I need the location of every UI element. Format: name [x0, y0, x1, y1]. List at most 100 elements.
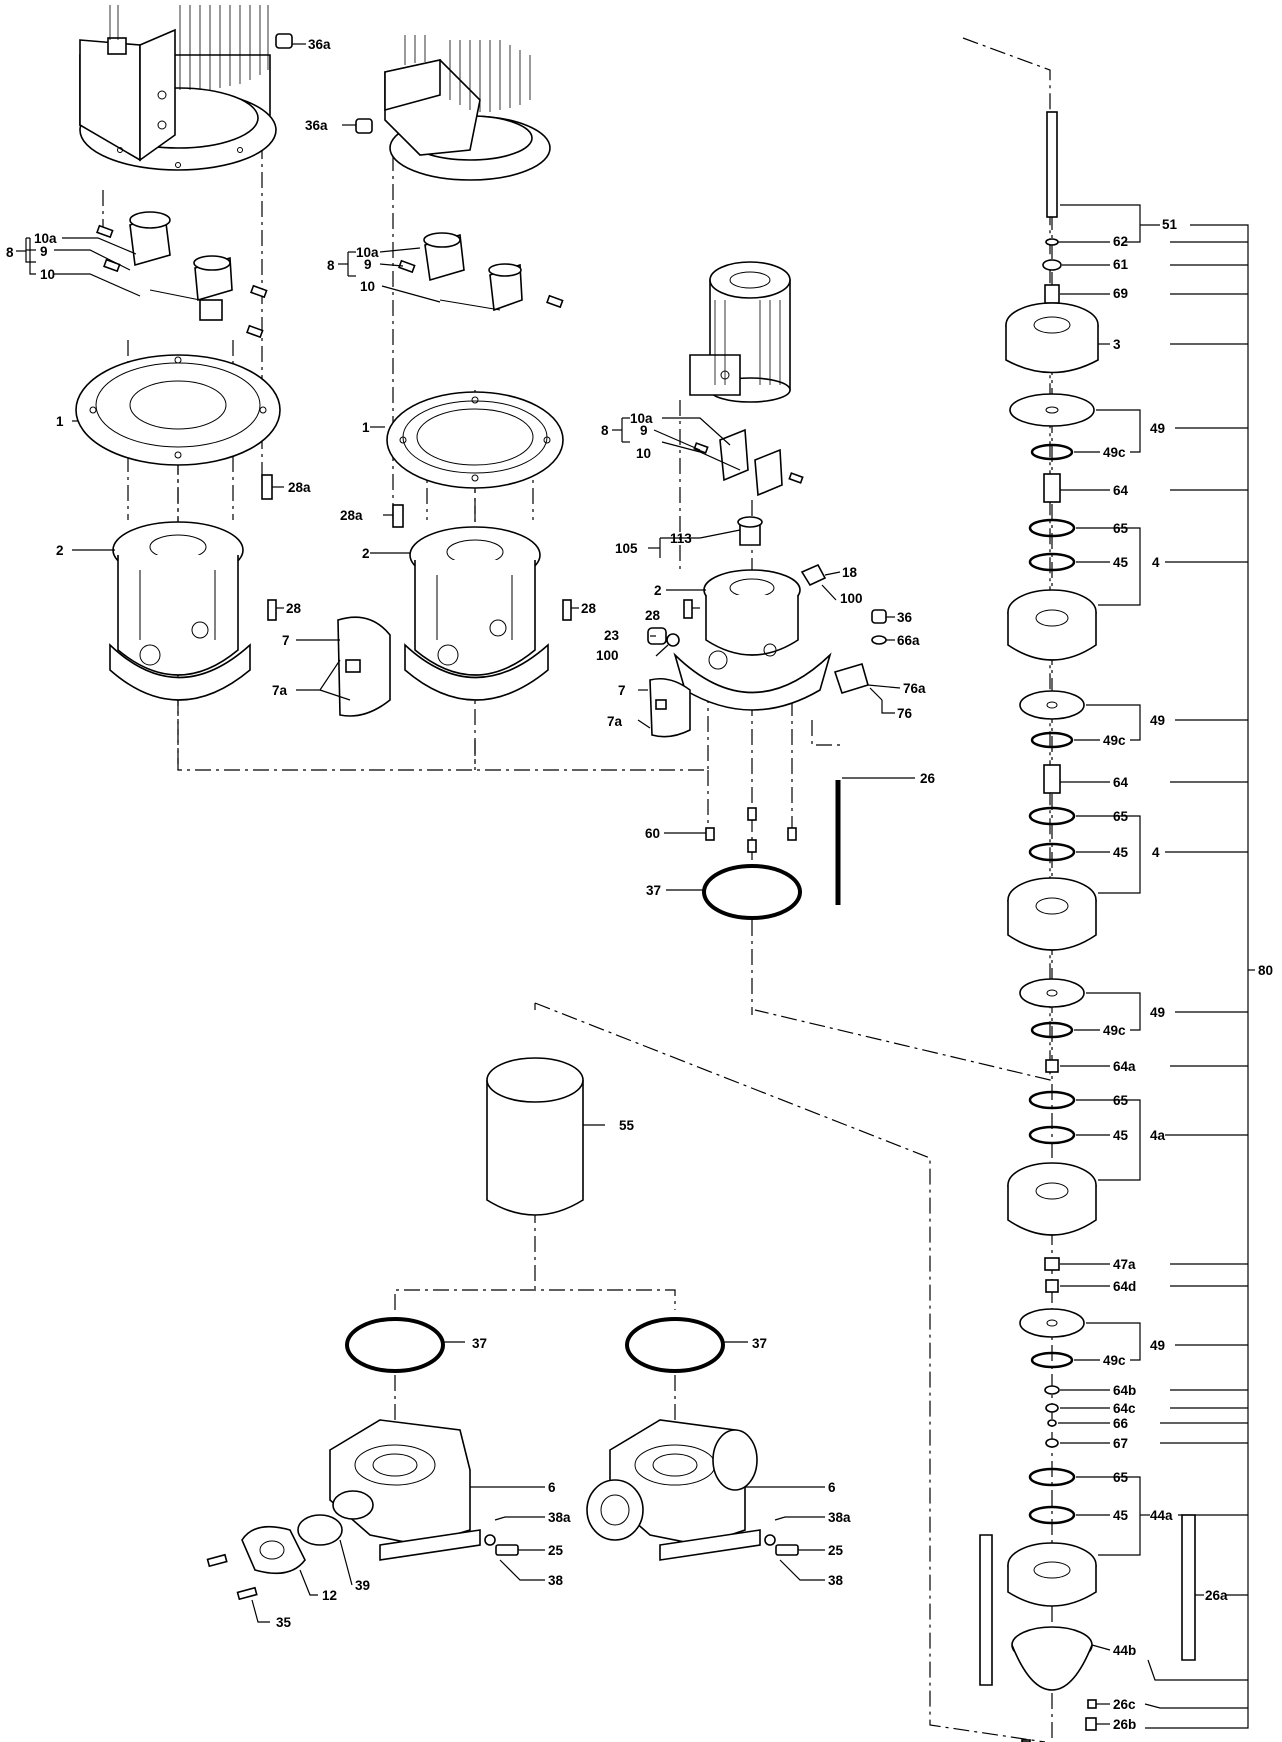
- label-28: 28: [645, 608, 661, 623]
- label-23: 23: [604, 628, 620, 643]
- label-37: 37: [752, 1336, 767, 1351]
- label-47a: 47a: [1113, 1257, 1136, 1272]
- label-49: 49: [1150, 713, 1165, 728]
- label-26a: 26a: [1205, 1588, 1228, 1603]
- label-66: 66: [1113, 1416, 1129, 1431]
- label-1: 1: [56, 414, 64, 429]
- label-49: 49: [1150, 1338, 1165, 1353]
- label-3: 3: [1113, 337, 1121, 352]
- label-37: 37: [472, 1336, 487, 1351]
- label-100: 100: [596, 648, 619, 663]
- label-10: 10: [636, 446, 651, 461]
- label-38a: 38a: [548, 1510, 571, 1525]
- motor-small: [689, 261, 791, 403]
- label-39: 39: [355, 1578, 370, 1593]
- label-38a: 38a: [828, 1510, 851, 1525]
- motor-medium: [384, 35, 551, 181]
- label-35: 35: [276, 1615, 292, 1630]
- label-6: 6: [548, 1480, 556, 1495]
- label-10: 10: [360, 279, 375, 294]
- label-65: 65: [1113, 1470, 1129, 1485]
- label-49c: 49c: [1103, 733, 1126, 748]
- label-60: 60: [645, 826, 660, 841]
- label-45: 45: [1113, 1508, 1129, 1523]
- label-51: 51: [1162, 217, 1178, 232]
- base-assembly: [206, 1317, 799, 1601]
- label-49: 49: [1150, 421, 1165, 436]
- label-100: 100: [840, 591, 863, 606]
- label-49: 49: [1150, 1005, 1165, 1020]
- adapter-flange-1: [75, 354, 281, 466]
- label-64a: 64a: [1113, 1059, 1136, 1074]
- label-8: 8: [6, 245, 14, 260]
- label-65: 65: [1113, 521, 1129, 536]
- label-62: 62: [1113, 234, 1128, 249]
- label-64: 64: [1113, 483, 1129, 498]
- label-12: 12: [322, 1588, 337, 1603]
- coupling-2: [398, 232, 564, 312]
- label-10a: 10a: [356, 245, 379, 260]
- label-64d: 64d: [1113, 1279, 1136, 1294]
- label-38: 38: [548, 1573, 564, 1588]
- chamber-stack: [979, 111, 1196, 1742]
- label-7: 7: [282, 633, 290, 648]
- pump-head-3: [673, 569, 832, 711]
- label-49c: 49c: [1103, 445, 1126, 460]
- label-28a: 28a: [288, 480, 311, 495]
- label-105: 105: [615, 541, 638, 556]
- label-69: 69: [1113, 286, 1128, 301]
- label-8: 8: [327, 258, 335, 273]
- coupling-3: [693, 428, 804, 546]
- label-7a: 7a: [272, 683, 288, 698]
- label-61: 61: [1113, 257, 1129, 272]
- label-36: 36: [897, 610, 913, 625]
- label-45: 45: [1113, 845, 1129, 860]
- assembly-guide-lines: [102, 37, 1053, 1742]
- coupling-1: [96, 211, 268, 339]
- label-10a: 10a: [630, 411, 653, 426]
- label-26: 26: [920, 771, 936, 786]
- label-44a: 44a: [1150, 1508, 1173, 1523]
- label-26c: 26c: [1113, 1697, 1136, 1712]
- label-66a: 66a: [897, 633, 920, 648]
- label-28a: 28a: [340, 508, 363, 523]
- label-26b: 26b: [1113, 1717, 1136, 1732]
- label-4: 4: [1152, 845, 1160, 860]
- label-9: 9: [640, 423, 648, 438]
- label-28: 28: [286, 601, 302, 616]
- pump-head-2: [404, 526, 549, 701]
- label-64: 64: [1113, 775, 1129, 790]
- label-25: 25: [828, 1543, 844, 1558]
- label-1: 1: [362, 420, 370, 435]
- label-7a: 7a: [607, 714, 623, 729]
- label-76: 76: [897, 706, 913, 721]
- label-36a: 36a: [308, 37, 331, 52]
- pump-head-1: [109, 521, 251, 701]
- label-10: 10: [40, 267, 55, 282]
- label-4: 4: [1152, 555, 1160, 570]
- label-9: 9: [40, 244, 48, 259]
- label-37: 37: [646, 883, 661, 898]
- label-10a: 10a: [34, 231, 57, 246]
- sleeve: [486, 1057, 584, 1216]
- label-76a: 76a: [903, 681, 926, 696]
- label-8: 8: [601, 423, 609, 438]
- label-38: 38: [828, 1573, 844, 1588]
- label-49c: 49c: [1103, 1353, 1126, 1368]
- label-2: 2: [654, 583, 662, 598]
- label-49c: 49c: [1103, 1023, 1126, 1038]
- label-4a: 4a: [1150, 1128, 1166, 1143]
- motor-large: [79, 5, 277, 171]
- label-6: 6: [828, 1480, 836, 1495]
- label-2: 2: [56, 543, 64, 558]
- label-9: 9: [364, 257, 372, 272]
- adapter-flange-2: [386, 391, 564, 489]
- leader-lines: [16, 43, 1255, 1729]
- part-labels: 36a 36a 10a 8 9 10 10a 8 9 10 1 1 28a 28…: [6, 37, 1273, 1732]
- label-65: 65: [1113, 809, 1129, 824]
- label-2: 2: [362, 546, 370, 561]
- coupling-guard-2: [649, 677, 691, 738]
- label-45: 45: [1113, 555, 1129, 570]
- label-18: 18: [842, 565, 858, 580]
